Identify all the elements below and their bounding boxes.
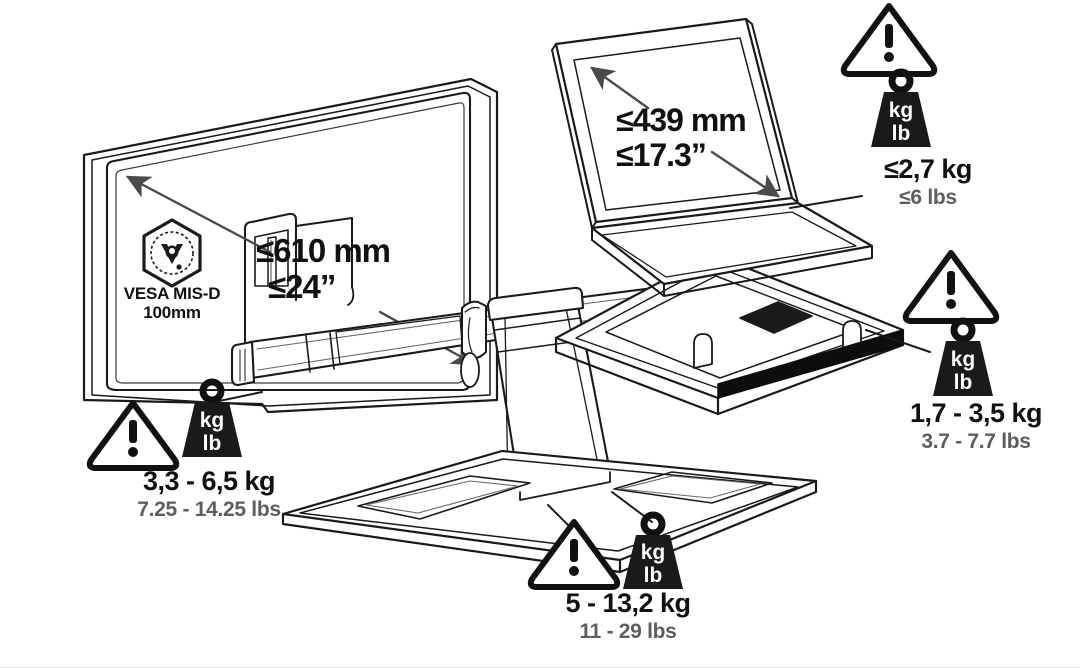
vesa-standard-text: VESA MIS-D [123,284,221,303]
load-monitor-lbs: 7.25 - 14.25 lbs [137,498,281,521]
laptop-keyboard-deck [590,201,874,297]
load-label-base: 5 - 13,2 kg 11 - 29 lbs [513,588,743,643]
vesa-bracket [243,212,353,351]
laptop-dimension-metric: ≤439 mm [616,102,747,138]
load-label-monitor: 3,3 - 6,5 kg 7.25 - 14.25 lbs [84,466,334,521]
monitor-dimension-metric: ≤610 mm [256,232,391,269]
laptop-width-arrow [590,66,780,198]
svg-text:kg: kg [200,409,225,432]
vesa-pitch-text: 100mm [143,303,201,323]
weight-icon-base: kg lb [623,511,683,589]
load-label-laptop-tray: 1,7 - 3,5 kg 3.7 - 7.7 lbs [872,398,1080,453]
svg-text:lb: lb [892,122,911,145]
warning-triangle-icon-monitor [86,400,180,471]
load-laptop-tray-lbs: 3.7 - 7.7 lbs [921,430,1031,453]
warning-triangle-icon-laptop-screen [840,3,938,77]
load-laptop-screen-lbs: ≤6 lbs [899,186,957,209]
svg-text:lb: lb [644,564,663,587]
weight-icon-laptop-screen: kg lb [871,68,931,147]
column-pivot [460,352,480,388]
load-laptop-screen-kg: ≤2,7 kg [884,154,972,184]
svg-text:kg: kg [951,348,976,371]
vesa-logo-icon [142,218,202,288]
vesa-caption: VESA MIS-D 100mm [96,284,248,322]
load-base-kg: 5 - 13,2 kg [565,588,691,618]
svg-text:lb: lb [203,432,222,455]
tray-front-edge [717,329,904,399]
laptop-dimension-imperial: ≤17.3” [616,137,707,173]
weight-icon-laptop-tray: kg lb [933,317,993,396]
arm-joint-collar [461,300,487,360]
load-monitor-kg: 3,3 - 6,5 kg [142,466,276,496]
load-laptop-tray-kg: 1,7 - 3,5 kg [909,398,1043,428]
warning-triangle-icon-laptop-tray [902,250,1000,324]
warning-triangle-icon-base [527,519,621,590]
svg-text:kg: kg [641,541,666,564]
load-base-lbs: 11 - 29 lbs [579,620,677,643]
svg-text:lb: lb [954,371,973,394]
stand-column [486,286,612,494]
monitor-dimension-imperial: ≤24” [268,268,336,305]
load-label-laptop-screen: ≤2,7 kg ≤6 lbs [838,154,1018,209]
weight-icon-monitor: kg lb [182,378,242,457]
svg-text:kg: kg [889,99,914,122]
